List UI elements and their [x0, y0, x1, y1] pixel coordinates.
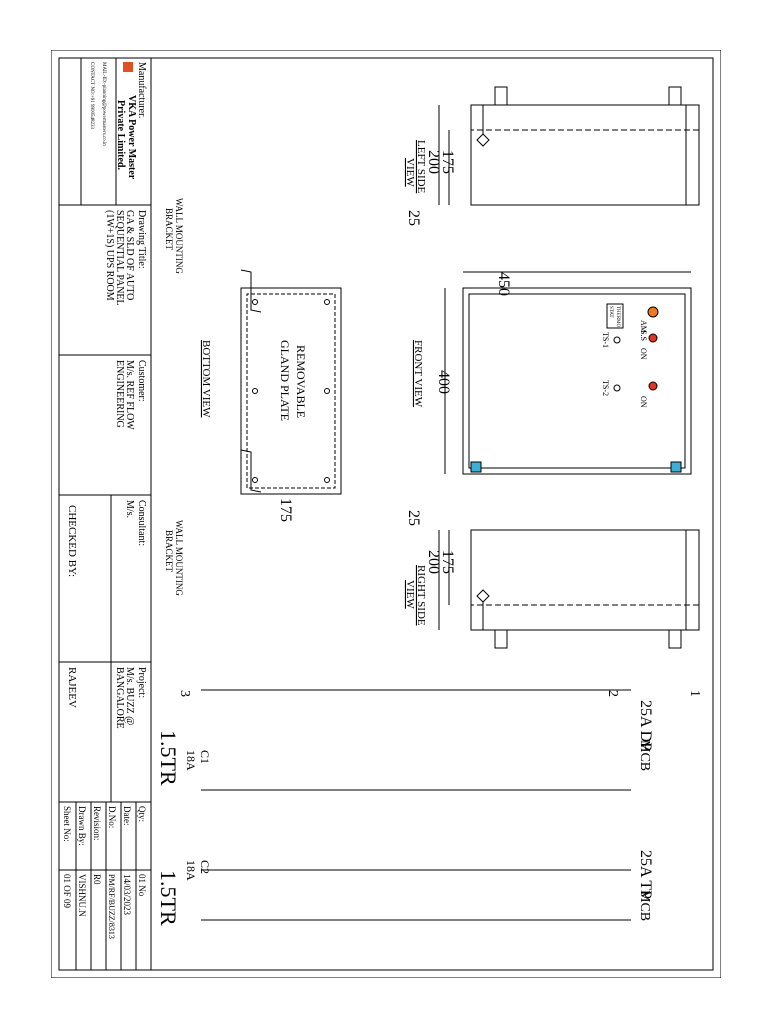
terminal-1: 1: [687, 690, 702, 697]
thermostat-box: [606, 303, 624, 329]
project-2: BANGALORE: [114, 667, 125, 729]
checked-by-value: RAJEEV: [66, 667, 78, 708]
title-block: Manufacturer. VKA Power Master Private L…: [58, 57, 152, 971]
sheet-no-value: 01 OF 09: [62, 874, 72, 909]
company-line2: Private Limited.: [115, 100, 126, 170]
single-line-diagram: 25A DP MCB 25A TP MCB C1 18A C2 18A 1.5T…: [156, 689, 702, 926]
left-side-label: LEFT SIDE: [415, 140, 427, 194]
right-side-label2: VIEW: [404, 580, 416, 609]
lamp-orange: [647, 306, 659, 318]
revision-value: R0: [92, 874, 102, 885]
am-label: AM: [639, 320, 648, 333]
bracket-label-1: WALL MOUNTING: [174, 198, 184, 274]
bracket-label-2b: BRACKET: [164, 530, 174, 573]
contact-text: CONTACT NO:+91 9900548233: [89, 62, 94, 130]
fan-1: [670, 461, 682, 473]
drawn-by-value: VISHNU.N: [77, 874, 87, 917]
project-label: Project:: [136, 667, 147, 698]
front-view-label: FRONT VIEW: [412, 340, 424, 408]
bottom-dim-175: 175: [277, 498, 294, 522]
fan-2: [470, 461, 482, 473]
project-1: M/s. BUZZ @: [124, 667, 135, 725]
right-side-label: RIGHT SIDE: [415, 565, 427, 626]
load-2-label: 1.5TR: [156, 870, 181, 926]
inner-border: [150, 57, 714, 971]
terminal-2: 2: [605, 690, 620, 697]
left-dim-175: 175: [439, 150, 456, 174]
mcb-tp-label: 25A TP: [637, 850, 654, 899]
bracket-label-1b: BRACKET: [164, 208, 174, 251]
load-1-label: 1.5TR: [156, 730, 181, 786]
drawing-title-1: GA & SLD OF AUTO: [124, 210, 135, 300]
customer-1: M/s. REF FLOW: [124, 360, 135, 430]
company-logo: [123, 62, 133, 72]
terminal-3: 3: [177, 690, 192, 697]
left-dim-25: 25: [405, 210, 422, 226]
consultant-value: M/s.: [124, 500, 135, 518]
left-side-view: 175 200 25 LEFT SIDE VIEW: [404, 86, 700, 226]
ts2-label: TS-2: [601, 380, 610, 396]
ss-label: S.S: [639, 330, 648, 341]
customer-label: Customer:: [136, 360, 147, 402]
date-value: 14/03/2023: [122, 874, 132, 916]
checked-by-label: CHECKED BY:: [66, 505, 78, 577]
right-dim-25: 25: [405, 510, 422, 526]
selector-ts1: [613, 336, 621, 344]
drawing-title-3: (1W+1S) UPS ROOM: [104, 210, 115, 301]
right-dim-200: 200: [425, 550, 442, 574]
ts1-label: TS-1: [601, 332, 610, 348]
c1-rating: 18A: [184, 750, 198, 771]
left-side-label2: VIEW: [404, 158, 416, 187]
drawing-title-2: SEQUENTIAL PANEL: [114, 210, 125, 306]
front-dim-400: 400: [435, 370, 452, 394]
lamp-red-2: [648, 381, 658, 391]
c1-label: C1: [198, 750, 212, 764]
bottom-view: REMOVABLE GLAND PLATE BOTTOM VIEW 175 WA…: [164, 198, 342, 596]
company-line1: VKA Power Master: [126, 95, 137, 180]
qty-label: Qty:: [137, 806, 147, 822]
right-dim-175: 175: [439, 550, 456, 574]
left-dim-200: 200: [425, 150, 442, 174]
qty-value: 01 No: [137, 874, 147, 897]
dno-value: PM/RF/BUZZ/8313: [107, 874, 116, 939]
dno-label: D.No:: [107, 806, 117, 828]
bracket-label-2: WALL MOUNTING: [174, 520, 184, 596]
front-dim-450: 450: [495, 272, 512, 296]
c2-rating: 18A: [184, 860, 198, 881]
mcb-tp-label-2: MCB: [637, 890, 652, 921]
consultant-label: Consultant:: [136, 500, 147, 546]
mail-text: MAIL-ID:-planning@powermasters.co.in: [101, 62, 106, 146]
sheet-no-label: Sheet No:: [62, 806, 72, 842]
on-1-label: ON: [639, 348, 648, 360]
drawing-title-label: Drawing Title:: [136, 210, 147, 269]
gland-plate-2: GLAND PLATE: [278, 340, 292, 421]
right-side-view: 175 200 25 RIGHT SIDE VIEW: [404, 510, 700, 649]
drawn-by-label: Drawn By:: [77, 806, 87, 846]
revision-label: Revision:: [92, 806, 102, 841]
lamp-red-1: [648, 333, 658, 343]
drawing-sheet: Manufacturer. VKA Power Master Private L…: [50, 49, 722, 979]
thermostat-1: THERMO: [615, 306, 620, 328]
bottom-view-label: BOTTOM VIEW: [200, 340, 212, 418]
mcb-dp-label: 25A DP: [637, 700, 654, 751]
front-view: 450 400 FRONT VIEW AM S.S ON ON THERMO S…: [412, 271, 692, 475]
on-2-label: ON: [639, 396, 648, 408]
c2-label: C2: [198, 860, 212, 874]
mcb-dp-label-2: MCB: [637, 740, 652, 771]
gland-plate-1: REMOVABLE: [294, 345, 308, 418]
thermostat-2: STAT: [608, 306, 613, 318]
selector-ts2: [613, 384, 621, 392]
date-label: Date:: [122, 806, 132, 826]
customer-2: ENGINEERING: [114, 360, 125, 428]
manufacturer-label: Manufacturer.: [136, 62, 147, 118]
engineering-drawing: Manufacturer. VKA Power Master Private L…: [50, 49, 722, 979]
